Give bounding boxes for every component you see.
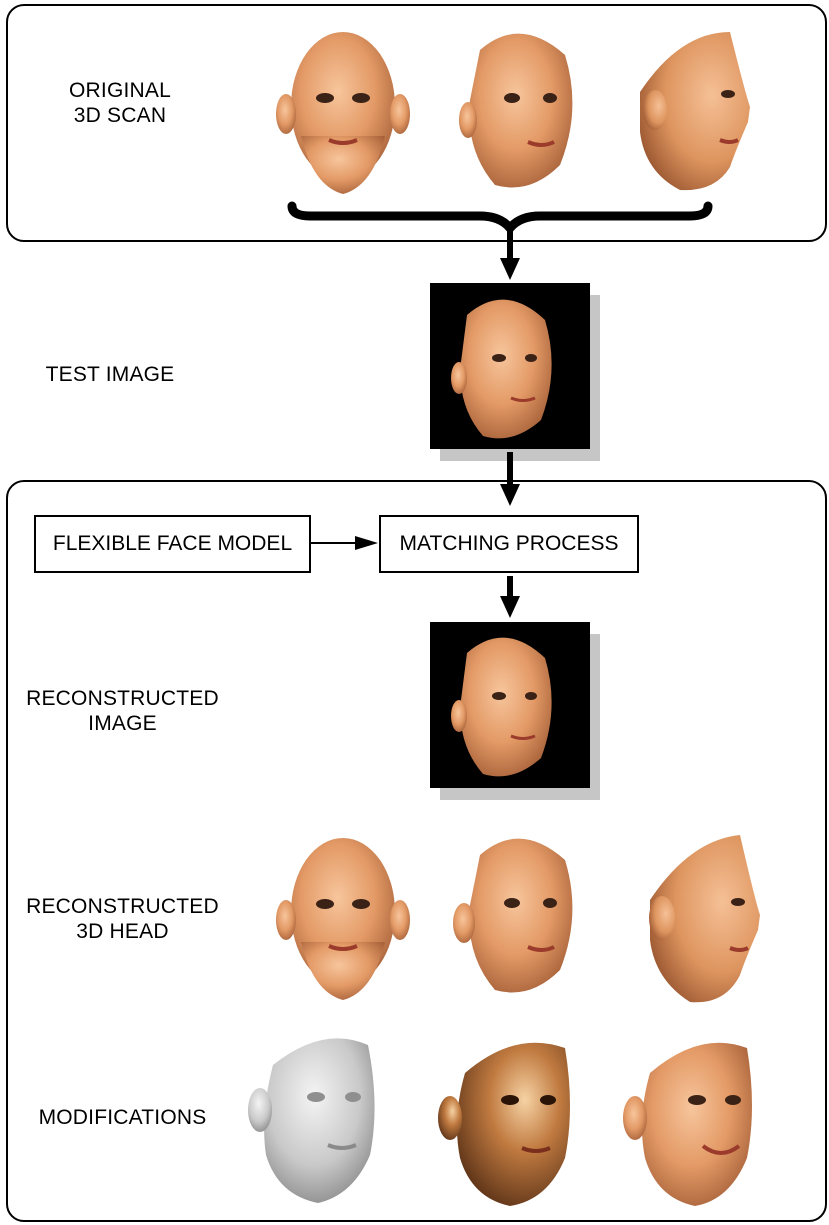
arrow-to-test-image	[500, 230, 520, 280]
reconstructed-image-face	[451, 638, 552, 777]
reconstructed-head-three-quarter	[453, 839, 572, 993]
arrow-to-reconstructed-image	[500, 576, 520, 618]
modified-head-shape-only	[248, 1038, 375, 1203]
reconstructed-head-profile	[649, 835, 760, 1002]
modified-head-expression	[623, 1043, 752, 1206]
original-face-front	[276, 32, 410, 194]
original-face-profile	[640, 32, 750, 190]
test-image-face	[451, 300, 552, 439]
modified-head-lighting	[438, 1043, 570, 1206]
arrow-model-to-matching	[311, 536, 378, 550]
arrow-to-matching-process	[500, 452, 520, 506]
original-face-three-quarter	[459, 34, 572, 188]
reconstructed-head-front	[276, 838, 410, 1000]
grouping-brace	[292, 206, 708, 228]
